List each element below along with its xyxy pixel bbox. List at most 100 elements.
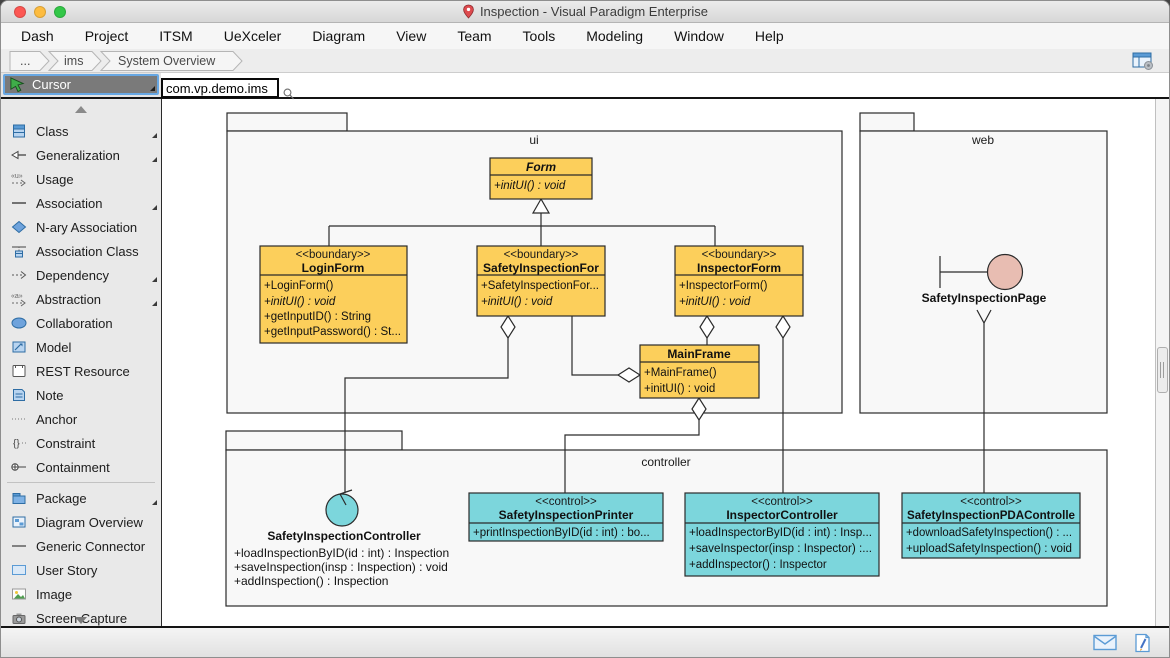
- diagram-canvas[interactable]: ui web controller Form +initUI() : void …: [161, 99, 1155, 626]
- svg-text:+initUI() : void: +initUI() : void: [679, 296, 751, 308]
- menu-window[interactable]: Window: [674, 28, 724, 44]
- control-safetyinspectioncontroller[interactable]: [325, 489, 359, 527]
- sidebar-item-generic-connector[interactable]: Generic Connector: [1, 534, 161, 558]
- package-icon: [12, 493, 26, 504]
- menu-help[interactable]: Help: [754, 28, 784, 44]
- sidebar-item-usage[interactable]: «u» Usage: [11, 171, 74, 187]
- class-mainframe[interactable]: [639, 344, 760, 399]
- submenu-corner: [152, 157, 157, 162]
- minimize-button[interactable]: [34, 6, 46, 18]
- collaboration-icon: [11, 317, 27, 329]
- svg-text:<<boundary>>: <<boundary>>: [296, 249, 371, 261]
- svg-text:+getInputID() : String: +getInputID() : String: [264, 311, 371, 323]
- menu-project[interactable]: Project: [84, 28, 129, 44]
- svg-text:<<control>>: <<control>>: [535, 496, 597, 508]
- user-story-icon: [12, 565, 26, 575]
- sidebar-item-generalization[interactable]: Generalization: [1, 143, 161, 167]
- sidebar-item-image[interactable]: Image: [1, 582, 161, 606]
- menubar: Dash Project ITSM UeXceler Diagram View …: [1, 23, 1169, 49]
- svg-text:InspectorController: InspectorController: [726, 508, 838, 522]
- diagram-toolbox: Class Generalization «u» Usage: [1, 99, 161, 626]
- class-loginform[interactable]: [259, 245, 408, 344]
- menu-team[interactable]: Team: [457, 28, 492, 44]
- generalization-to-form[interactable]: [328, 197, 716, 246]
- svg-text:+addInspector() : Inspector: +addInspector() : Inspector: [689, 559, 827, 571]
- breadcrumb: ... ims System Overview: [1, 49, 1169, 73]
- sidebar-item-nary-association[interactable]: N-ary Association: [1, 215, 161, 239]
- aggregation-mainframe-to-printer[interactable]: [564, 396, 707, 493]
- toolbox-scroll-down[interactable]: [1, 617, 161, 624]
- rest-resource-icon: [12, 365, 26, 377]
- package-ui-label: ui: [529, 133, 538, 147]
- mail-icon[interactable]: [1093, 634, 1117, 651]
- class-form[interactable]: [489, 157, 593, 200]
- breadcrumb-item-ellipsis[interactable]: ...: [9, 50, 50, 71]
- svg-text:SafetyInspectionPage: SafetyInspectionPage: [922, 291, 1047, 305]
- svg-text:+uploadSafetyInspection() : vo: +uploadSafetyInspection() : void: [906, 543, 1072, 555]
- tool-cursor[interactable]: Cursor: [3, 74, 159, 95]
- aggregation-sif-to-controller[interactable]: [344, 314, 516, 493]
- sidebar-item-anchor[interactable]: Anchor: [1, 407, 161, 431]
- submenu-corner: [152, 205, 157, 210]
- sidebar-item-rest-resource[interactable]: REST Resource: [1, 359, 161, 383]
- close-button[interactable]: [14, 6, 26, 18]
- class-inspectorform[interactable]: [674, 245, 804, 317]
- statusbar: [1, 626, 1169, 657]
- menu-uexceler[interactable]: UeXceler: [223, 28, 282, 44]
- sidebar-item-association[interactable]: Association: [1, 191, 161, 215]
- dependency-page-to-pdacontroller[interactable]: [976, 309, 992, 493]
- svg-text:<<boundary>>: <<boundary>>: [702, 249, 777, 261]
- svg-text:ims: ims: [64, 54, 83, 68]
- sidebar-item-user-story[interactable]: User Story: [1, 558, 161, 582]
- class-safetyinspectionform[interactable]: [476, 245, 606, 317]
- sidebar-item-collaboration[interactable]: Collaboration: [1, 311, 161, 335]
- frame-label-editbox[interactable]: com.vp.demo.ims: [161, 78, 279, 98]
- class-safetyinspectionpdacontroller[interactable]: [901, 492, 1081, 559]
- constraint-icon: {}: [13, 439, 27, 450]
- note-icon: [13, 389, 25, 401]
- toolbox-scroll-up[interactable]: [1, 99, 161, 119]
- submenu-corner: [150, 86, 155, 91]
- sidebar-item-association-class[interactable]: Association Class: [1, 239, 161, 263]
- svg-text:+initUI() : void: +initUI() : void: [481, 296, 553, 308]
- svg-text:+SafetyInspectionFor...: +SafetyInspectionFor...: [481, 280, 599, 292]
- svg-text:+getInputPassword() : St...: +getInputPassword() : St...: [264, 326, 401, 338]
- sidebar-item-note[interactable]: Note: [1, 383, 161, 407]
- menu-view[interactable]: View: [396, 28, 427, 44]
- svg-text:+saveInspector(insp : Inspecto: +saveInspector(insp : Inspector) :...: [689, 543, 872, 555]
- usage-icon: «u»: [11, 173, 26, 187]
- aggregation-inspectorform-to-mainframe[interactable]: [699, 314, 715, 345]
- sidebar-item-package[interactable]: Package: [1, 486, 161, 510]
- layout-settings-icon[interactable]: [1130, 50, 1157, 72]
- aggregation-inspectorform-to-inspectorcontroller[interactable]: [775, 314, 791, 493]
- canvas-vertical-scrollbar[interactable]: [1155, 99, 1169, 626]
- breadcrumb-item-system-overview[interactable]: System Overview: [99, 50, 243, 71]
- svg-text:MainFrame: MainFrame: [667, 347, 731, 361]
- class-inspectorcontroller[interactable]: [684, 492, 880, 577]
- sidebar-item-containment[interactable]: Containment: [1, 455, 161, 479]
- menu-dash[interactable]: Dash: [21, 28, 54, 44]
- sidebar-item-dependency[interactable]: Dependency: [1, 263, 161, 287]
- model-icon: [12, 341, 26, 353]
- menu-diagram[interactable]: Diagram: [312, 28, 366, 44]
- breadcrumb-item-ims[interactable]: ims: [47, 50, 102, 71]
- boundary-safetyinspectionpage[interactable]: [939, 253, 1024, 291]
- edit-document-icon[interactable]: [1133, 633, 1153, 653]
- scrollbar-thumb[interactable]: [1157, 347, 1168, 393]
- sidebar-item-class[interactable]: Class: [1, 119, 161, 143]
- sidebar-item-diagram-overview[interactable]: Diagram Overview: [1, 510, 161, 534]
- sidebar-item-model[interactable]: Model: [1, 335, 161, 359]
- svg-text:...: ...: [20, 54, 30, 68]
- sidebar-item-constraint[interactable]: {} Constraint: [1, 431, 161, 455]
- traffic-lights: [14, 6, 66, 18]
- submenu-corner: [152, 277, 157, 282]
- svg-text:+loadInspectionByID(id : int): +loadInspectionByID(id : int) : Inspecti…: [234, 546, 449, 560]
- cursor-row: Cursor: [1, 73, 1169, 97]
- sidebar-item-abstraction[interactable]: «a» Abstraction: [1, 287, 161, 311]
- class-safetyinspectionprinter[interactable]: [468, 492, 664, 542]
- menu-modeling[interactable]: Modeling: [586, 28, 644, 44]
- svg-text:Form: Form: [526, 160, 556, 174]
- zoom-button[interactable]: [54, 6, 66, 18]
- menu-tools[interactable]: Tools: [522, 28, 556, 44]
- menu-itsm[interactable]: ITSM: [159, 28, 193, 44]
